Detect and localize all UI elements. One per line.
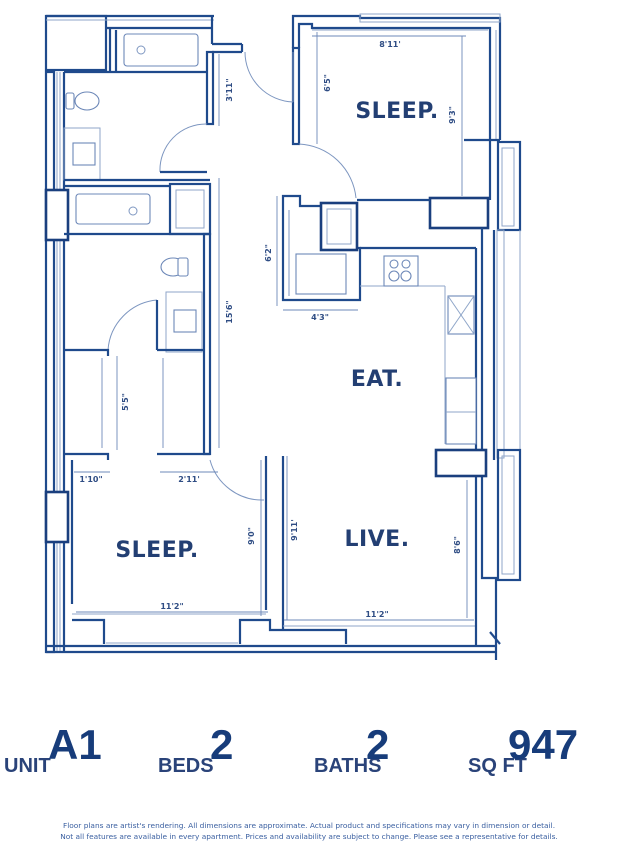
stat-beds-value: 2 [210, 721, 234, 768]
bedroom-top-door-swing [298, 143, 357, 199]
disclaimer-line-2: Not all features are available in every … [60, 832, 558, 841]
pantry [319, 201, 359, 252]
room-label-bedroom-top: SLEEP. [355, 99, 438, 124]
dim-bath-door: 3'11" [225, 78, 234, 101]
dim-closet-width: 4'3" [311, 313, 329, 322]
room-label-live: LIVE. [344, 527, 409, 552]
room-label-eat: EAT. [351, 367, 403, 392]
toilet-top [74, 91, 100, 111]
stat-unit-value: A1 [48, 721, 102, 768]
dim-bedroom-bottom-height: 9'0" [247, 527, 256, 545]
washer-dryer [295, 253, 347, 295]
dim-wardrobe-height: 5'5" [121, 393, 130, 411]
stat-beds-label: BEDS [158, 755, 214, 777]
dim-wardrobe-right-width: 2'11' [178, 475, 200, 484]
stat-sqft-value: 947 [508, 721, 579, 768]
stat-beds: BEDS 2 [158, 720, 258, 790]
entry-door [244, 46, 301, 146]
disclaimer-line-1: Floor plans are artist's rendering. All … [62, 821, 556, 830]
left-column-2 [44, 490, 70, 544]
dim-bedroom-bottom-width: 11'2" [160, 602, 183, 611]
dim-live-width: 11'2" [365, 610, 388, 619]
stat-unit: UNIT A1 [4, 720, 114, 790]
stat-sqft-label: SQ FT [468, 755, 527, 777]
tub-drain [136, 45, 146, 55]
dimension-lines [74, 32, 474, 621]
kitchen [281, 194, 488, 478]
dishwasher-cabinet [445, 377, 477, 445]
bedroom-bottom-door-swing [209, 459, 265, 501]
floor-plan: 3'11" 8'11' 6'5" 9'3" 6'2" 4'3" 15'6" 5'… [44, 13, 522, 660]
bathroom-bottom [64, 182, 212, 456]
bathroom-top [63, 16, 244, 182]
left-column-1 [44, 188, 70, 242]
sink-top [72, 142, 96, 166]
bottom-exterior-wall [46, 580, 501, 654]
dim-live-right-height: 8'6" [453, 536, 462, 554]
bathtub-bottom [75, 193, 151, 225]
dim-bedroom-top-left: 6'5" [323, 74, 332, 92]
dim-closet-height: 6'2" [264, 244, 273, 262]
dim-wardrobe-left-width: 1'10" [79, 475, 102, 484]
bedroom-top [291, 13, 502, 230]
bath-bottom-door-swing [107, 299, 158, 351]
dim-bedroom-top-right: 9'3" [448, 106, 457, 124]
dim-hall-height: 15'6" [225, 300, 234, 323]
wardrobes [64, 348, 210, 604]
stat-baths-label: BATHS [314, 755, 382, 777]
sink-bottom [173, 309, 197, 333]
stat-baths: BATHS 2 [314, 720, 414, 790]
right-exterior-wall [474, 140, 522, 660]
stat-sqft: SQ FT 947 [468, 720, 618, 790]
room-label-bedroom-bottom: SLEEP. [115, 538, 198, 563]
bath-top-door-swing [159, 123, 208, 173]
kitchen-column [434, 448, 488, 478]
unit-stats: UNIT A1 BEDS 2 BATHS 2 SQ FT 947 [0, 720, 618, 810]
dim-live-left-height: 9'11' [290, 519, 299, 541]
dim-bedroom-top-width: 8'11' [379, 40, 401, 49]
stat-baths-value: 2 [366, 721, 390, 768]
cooktop [383, 255, 419, 287]
stat-unit-label: UNIT [4, 755, 51, 777]
dimension-labels: 3'11" 8'11' 6'5" 9'3" 6'2" 4'3" 15'6" 5'… [79, 40, 462, 619]
bathtub-top [123, 33, 199, 67]
disclaimer: Floor plans are artist's rendering. All … [0, 820, 618, 842]
